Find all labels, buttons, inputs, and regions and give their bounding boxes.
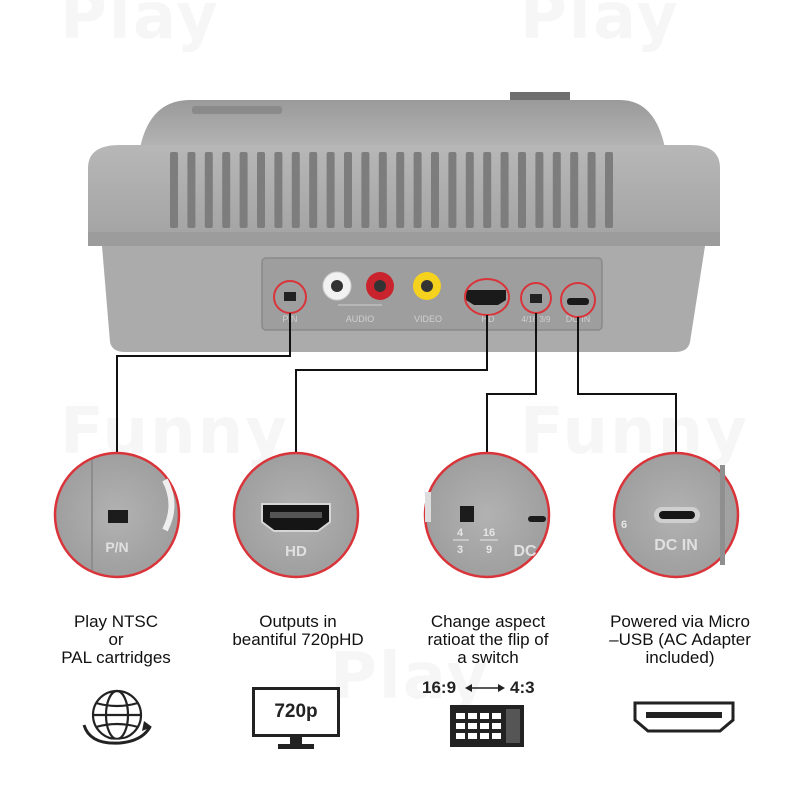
ratio-right-text: 4:3 <box>510 678 535 697</box>
zoom-label-aspect-3: 3 <box>457 544 463 556</box>
feature-caption-line: Play NTSC <box>73 612 159 631</box>
feature-caption-line: a switch <box>457 648 519 667</box>
zoom-label-dc-fragment: 6 <box>621 519 627 531</box>
vent-slot <box>257 152 265 228</box>
vent-slot <box>378 152 387 228</box>
zoom-circle-dc: 6 DC IN <box>612 451 740 579</box>
panel-label-hd: HD <box>482 314 495 324</box>
vent-slot <box>326 152 335 228</box>
zoom-label-hd: HD <box>285 543 307 560</box>
vent-slot <box>500 152 509 228</box>
globe-arrow-icon <box>80 689 154 747</box>
console-lower-body <box>102 246 705 352</box>
feature-caption-line: ratioat the flip of <box>427 630 549 649</box>
feature-caption-power: Powered via Micro –USB (AC Adapter inclu… <box>580 613 780 667</box>
feature-caption-line: or <box>108 630 124 649</box>
vent-slot <box>361 152 370 228</box>
vent-slot <box>535 152 544 228</box>
screen-grid-icon <box>450 705 524 747</box>
vent-slot <box>552 152 561 228</box>
feature-caption-line: Change aspect <box>430 612 546 631</box>
feature-caption-line: Powered via Micro <box>610 612 750 631</box>
vent-slot <box>396 152 405 228</box>
vent-slot <box>431 152 439 228</box>
vent-slot <box>448 152 457 228</box>
console-upper-body <box>88 145 720 246</box>
zoom-circle-pn: P/N <box>53 451 181 579</box>
hdmi-outline-icon <box>633 701 735 733</box>
vent-slot <box>222 152 231 228</box>
vent-slot <box>204 152 213 228</box>
monitor-icon: 720p <box>252 687 340 751</box>
vent-slot <box>291 152 300 228</box>
feature-caption-line: included) <box>645 648 715 667</box>
zoom-label-aspect-4: 4 <box>457 527 464 539</box>
vent-slot <box>239 152 248 228</box>
ratio-left-text: 16:9 <box>422 678 457 697</box>
vent-slot <box>570 152 579 228</box>
zoom-label-dc: DC IN <box>654 537 698 554</box>
vent-slot <box>413 152 422 228</box>
vent-slot <box>274 152 283 228</box>
vent-slot <box>465 152 474 228</box>
monitor-resolution-text: 720p <box>274 701 318 722</box>
vent-slots <box>170 152 613 228</box>
zoom-circle-hd: HD <box>232 451 360 579</box>
panel-label-video: VIDEO <box>414 314 442 324</box>
feature-caption-line: –USB (AC Adapter <box>609 630 751 649</box>
zoom-label-aspect-16: 16 <box>483 527 495 539</box>
panel-label-audio: AUDIO <box>346 314 375 324</box>
vent-slot <box>587 152 596 228</box>
zoom-label-pn: P/N <box>105 539 128 555</box>
vent-slot <box>518 152 526 228</box>
feature-caption-line: Outputs in <box>259 612 337 631</box>
feature-caption-aspect: Change aspect ratioat the flip of a swit… <box>388 613 588 667</box>
vent-slot <box>483 152 492 228</box>
zoom-label-aspect-9: 9 <box>486 544 492 556</box>
vent-slot <box>187 152 196 228</box>
vent-slot <box>344 152 352 228</box>
aspect-ratio-icon: 16:9 4:3 <box>422 678 562 750</box>
feature-caption-line: PAL cartridges <box>61 648 171 667</box>
vent-slot <box>309 152 318 228</box>
feature-caption-resolution: Outputs in beantiful 720pHD <box>198 613 398 649</box>
console-top <box>140 92 665 148</box>
vent-slot <box>170 152 178 228</box>
zoom-label-aspect-dc: DC <box>513 543 537 560</box>
zoom-circle-aspect: 4 3 16 9 DC <box>423 451 551 579</box>
feature-caption-line: beantiful 720pHD <box>232 630 364 649</box>
feature-caption-region: Play NTSC or PAL cartridges <box>16 613 216 667</box>
double-arrow-icon <box>465 684 505 692</box>
leader-lines <box>116 313 677 462</box>
vent-slot <box>605 152 613 228</box>
